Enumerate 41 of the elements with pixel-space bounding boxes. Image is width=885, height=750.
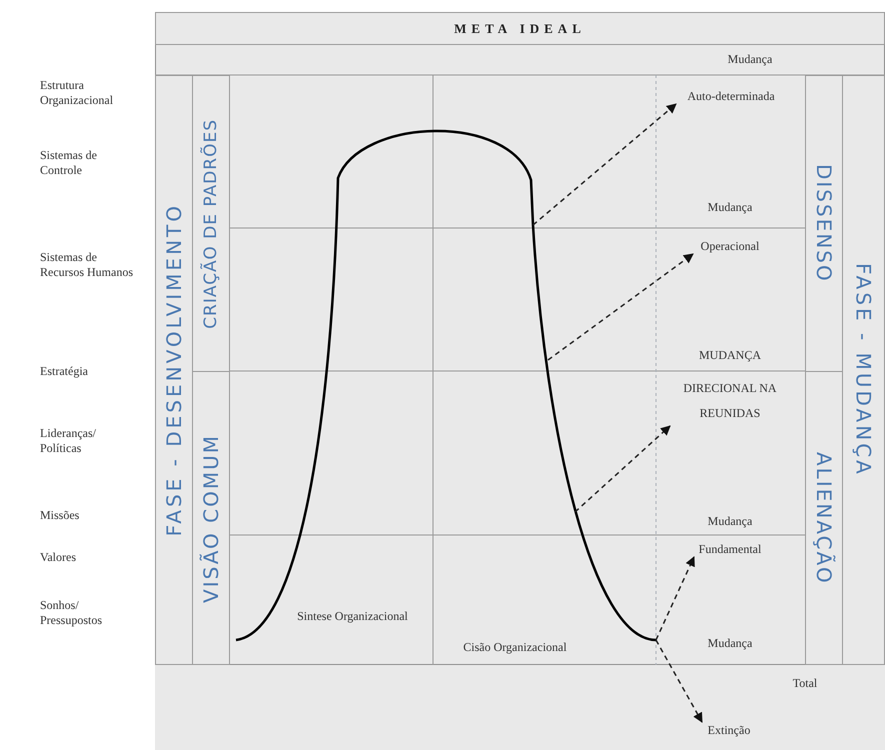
axis-label: Mudança <box>706 514 754 529</box>
change-type-text: DIRECIONAL NA REUNIDAS <box>670 376 790 426</box>
change-type-text: Auto-determinada <box>676 88 786 104</box>
dashed-arrow <box>574 425 671 513</box>
dashed-arrow <box>655 556 695 640</box>
band-title: META IDEAL <box>454 20 586 36</box>
band-title: DISSENSO <box>812 164 836 283</box>
dashed-arrow <box>532 103 677 226</box>
axis-label: Missões <box>40 508 80 523</box>
vertical-band <box>805 75 843 372</box>
axis-label: Sistemas de Recursos Humanos <box>40 250 134 280</box>
band-title: FASE - DESENVOLVIMENTO <box>162 203 186 537</box>
vertical-band <box>155 75 193 665</box>
dashed-arrow <box>655 640 703 723</box>
axis-label: Lideranças/ Políticas <box>40 426 97 456</box>
axis-label: Mudança <box>706 636 754 651</box>
axis-label: Estratégia <box>40 364 89 379</box>
vertical-band <box>842 75 885 665</box>
vertical-band <box>805 371 843 665</box>
change-type-text: Operacional <box>693 238 767 254</box>
change-type-text: Extinção <box>702 722 756 738</box>
band-title: FASE - MUDANÇA <box>852 263 876 477</box>
vertical-band <box>192 371 230 665</box>
axis-label: Total <box>792 676 818 691</box>
band-title: ALIENAÇÃO <box>812 452 836 584</box>
axis-label: Sintese Organizacional <box>296 608 409 625</box>
header-band <box>155 12 885 45</box>
curve <box>236 130 656 642</box>
axis-label: Sonhos/ Pressupostos <box>40 598 104 628</box>
axis-label: Valores <box>40 550 77 565</box>
axis-label: Sistemas de Controle <box>40 148 98 178</box>
vertical-band <box>192 75 230 372</box>
axis-label: Cisão Organizacional <box>462 640 568 655</box>
change-type-text: Fundamental <box>694 541 766 557</box>
axis-label: MUDANÇA <box>698 348 762 363</box>
band-title: VISÃO COMUM <box>199 434 223 602</box>
dashed-arrow <box>548 253 694 361</box>
axis-label: Estrutura Organizacional <box>40 78 114 108</box>
axis-label: Mudança <box>726 52 774 67</box>
band-title: CRIAÇÃO DE PADRÕES <box>201 118 221 328</box>
axis-label: Mudança <box>706 200 754 215</box>
